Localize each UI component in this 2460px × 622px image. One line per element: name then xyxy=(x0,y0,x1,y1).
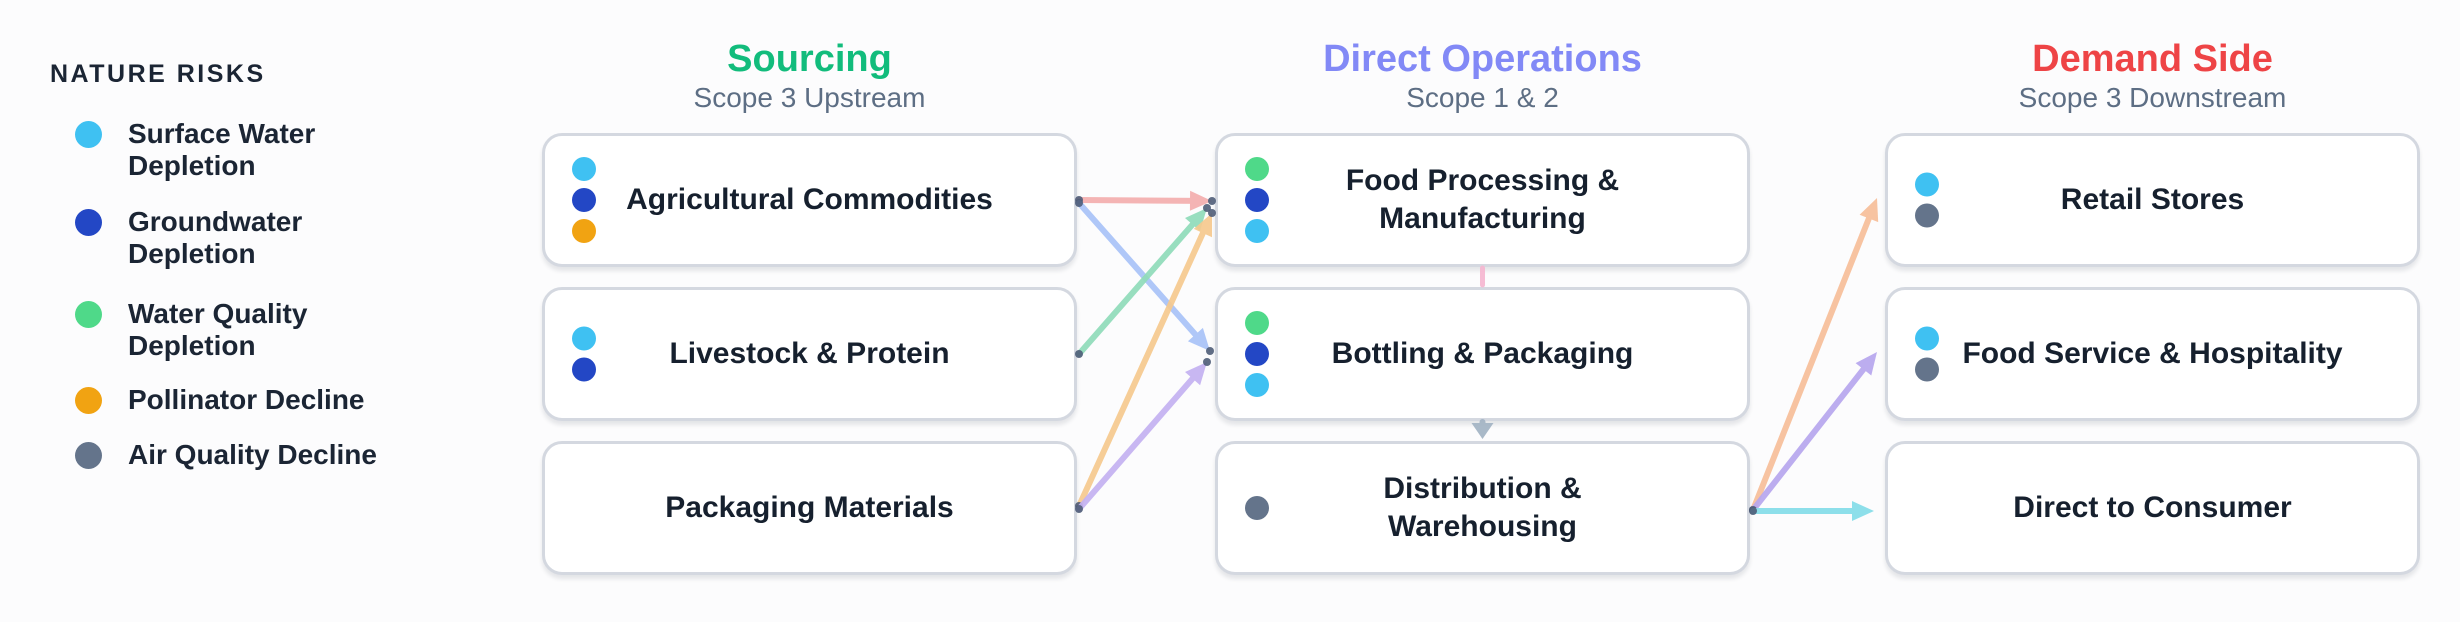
node-risk-dots xyxy=(1245,496,1269,520)
legend-item-air-quality: Air Quality Decline xyxy=(75,439,377,471)
groundwater-risk-dot xyxy=(572,188,596,212)
air-quality-risk-dot xyxy=(1915,357,1939,382)
node-label: Distribution & Warehousing xyxy=(1383,472,1582,543)
legend-item-water-quality: Water Quality Depletion xyxy=(75,298,307,362)
node-risk-dots xyxy=(572,157,596,243)
legend-item-pollinator: Pollinator Decline xyxy=(75,384,365,416)
legend-item-label: Groundwater Depletion xyxy=(128,206,303,269)
air-quality-risk-dot xyxy=(75,442,102,469)
node-bottling-packaging: Bottling & Packaging xyxy=(1215,287,1750,421)
groundwater-risk-dot xyxy=(1245,188,1269,212)
pollinator-risk-dot xyxy=(572,219,596,243)
air-quality-risk-dot xyxy=(1915,203,1939,228)
legend-item-label: Water Quality Depletion xyxy=(128,298,308,361)
surface-water-risk-dot xyxy=(75,121,102,148)
flow-agricultural-commodities-to-bottling-packaging xyxy=(1076,200,1210,351)
node-direct-to-consumer: Direct to Consumer xyxy=(1885,441,2420,575)
column-title-demand-side: Demand Side xyxy=(2032,38,2273,80)
flow-agricultural-commodities-to-food-processing xyxy=(1076,190,1212,211)
flow-anchor-dot xyxy=(1749,506,1757,514)
flow-anchor-dot xyxy=(1203,204,1211,212)
column-title-direct-operations: Direct Operations xyxy=(1323,38,1642,80)
node-food-service-hospitality: Food Service & Hospitality xyxy=(1885,287,2420,421)
surface-water-risk-dot xyxy=(1915,172,1939,197)
flow-livestock-protein-to-food-processing xyxy=(1076,208,1207,357)
legend-item-label: Pollinator Decline xyxy=(128,384,365,415)
node-distribution-warehousing: Distribution & Warehousing xyxy=(1215,441,1750,575)
node-label: Food Service & Hospitality xyxy=(1962,337,2343,370)
node-risk-dots xyxy=(1245,311,1269,397)
column-subtitle-sourcing: Scope 3 Upstream xyxy=(693,82,926,113)
legend-item-groundwater: Groundwater Depletion xyxy=(75,206,302,270)
groundwater-risk-dot xyxy=(1245,342,1269,366)
water-quality-risk-dot xyxy=(1245,311,1269,335)
water-quality-risk-dot xyxy=(75,301,102,328)
node-retail-stores: Retail Stores xyxy=(1885,133,2420,267)
legend-item-surface-water: Surface Water Depletion xyxy=(75,118,315,182)
node-risk-dots xyxy=(1915,172,1939,228)
flow-distribution-warehousing-to-food-service-hospitality xyxy=(1750,352,1877,513)
air-quality-risk-dot xyxy=(1245,496,1269,520)
surface-water-risk-dot xyxy=(1245,373,1269,397)
surface-water-risk-dot xyxy=(572,157,596,181)
node-label: Bottling & Packaging xyxy=(1331,337,1634,370)
legend-title: NATURE RISKS xyxy=(50,60,266,88)
node-label: Food Processing & Manufacturing xyxy=(1345,164,1620,235)
flow-distribution-warehousing-to-direct-to-consumer xyxy=(1750,501,1874,521)
groundwater-risk-dot xyxy=(572,357,596,382)
surface-water-risk-dot xyxy=(1915,326,1939,351)
flow-distribution-warehousing-to-retail-stores xyxy=(1750,198,1879,513)
node-livestock-protein: Livestock & Protein xyxy=(542,287,1077,421)
water-quality-risk-dot xyxy=(1245,157,1269,181)
column-title-sourcing: Sourcing xyxy=(727,38,892,80)
column-subtitle-direct-operations: Scope 1 & 2 xyxy=(1406,82,1559,113)
node-label: Direct to Consumer xyxy=(2013,491,2292,524)
flow-anchor-dot xyxy=(1749,507,1757,515)
node-label: Agricultural Commodities xyxy=(626,183,993,216)
pollinator-risk-dot xyxy=(75,387,102,414)
column-subtitle-demand-side: Scope 3 Downstream xyxy=(2018,82,2287,113)
surface-water-risk-dot xyxy=(1245,219,1269,243)
node-agricultural-commodities: Agricultural Commodities xyxy=(542,133,1077,267)
node-risk-dots xyxy=(1245,157,1269,243)
flow-anchor-dot xyxy=(1749,506,1757,514)
node-risk-dots xyxy=(572,326,596,382)
legend-item-label: Surface Water Depletion xyxy=(128,118,316,181)
flow-bottling-packaging-to-distribution-warehousing xyxy=(1471,419,1494,439)
legend-item-label: Air Quality Decline xyxy=(128,439,377,470)
flow-packaging-materials-to-bottling-packaging xyxy=(1076,362,1207,512)
node-label: Packaging Materials xyxy=(665,491,954,524)
flow-anchor-dot xyxy=(1203,358,1211,366)
node-label: Livestock & Protein xyxy=(669,337,950,370)
node-risk-dots xyxy=(1915,326,1939,382)
node-food-processing: Food Processing & Manufacturing xyxy=(1215,133,1750,267)
flow-anchor-dot xyxy=(1206,347,1214,355)
flow-packaging-materials-to-food-processing xyxy=(1076,213,1212,509)
node-label: Retail Stores xyxy=(2060,183,2245,216)
surface-water-risk-dot xyxy=(572,326,596,351)
node-packaging-materials: Packaging Materials xyxy=(542,441,1077,575)
groundwater-risk-dot xyxy=(75,209,102,236)
